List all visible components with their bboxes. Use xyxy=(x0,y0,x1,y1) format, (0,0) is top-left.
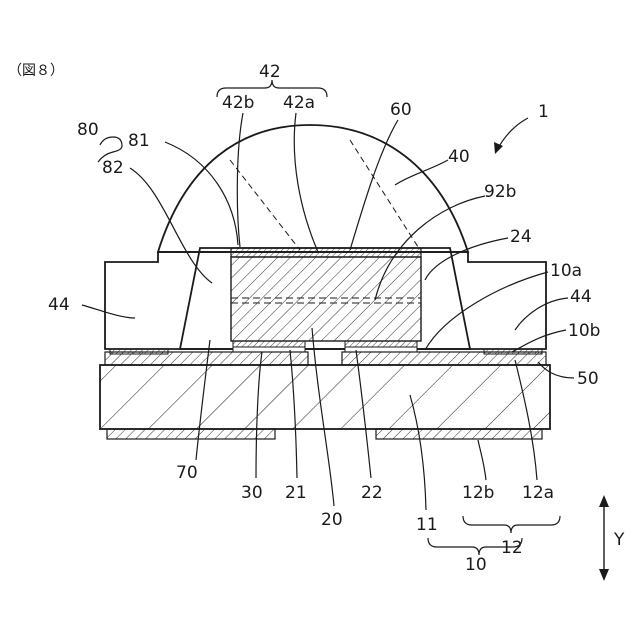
leader-44-right xyxy=(515,298,568,330)
lens-dashed-line xyxy=(350,140,420,250)
led-chip xyxy=(231,257,421,341)
label-22: 22 xyxy=(361,483,383,503)
leader-42b xyxy=(237,113,243,247)
leader-60 xyxy=(350,120,398,250)
leader-10a xyxy=(425,272,548,350)
label-42: 42 xyxy=(259,62,281,82)
label-80: 80 xyxy=(77,120,99,140)
label-42b: 42b xyxy=(222,93,254,113)
label-44-left: 44 xyxy=(48,295,70,315)
label-10: 10 xyxy=(465,555,487,575)
arrowhead-1 xyxy=(494,142,503,154)
leader-24 xyxy=(425,238,508,280)
label-10a: 10a xyxy=(550,261,582,281)
label-1: 1 xyxy=(538,102,549,122)
label-44-right: 44 xyxy=(570,287,592,307)
brace-12 xyxy=(463,516,560,533)
label-50: 50 xyxy=(577,369,599,389)
chip-electrode-right xyxy=(345,341,417,347)
y-arrowhead-down xyxy=(599,569,609,581)
substrate xyxy=(100,365,550,429)
label-21: 21 xyxy=(285,483,307,503)
label-11: 11 xyxy=(416,515,438,535)
lens-dome xyxy=(158,125,468,252)
y-arrowhead-up xyxy=(599,495,609,507)
label-82: 82 xyxy=(102,158,124,178)
bottom-pad-left xyxy=(107,429,275,439)
bottom-pad-right xyxy=(376,429,542,439)
label-24: 24 xyxy=(510,227,532,247)
label-30: 30 xyxy=(241,483,263,503)
leader-12b xyxy=(478,440,486,480)
chip-electrode-left xyxy=(233,341,305,347)
leader-42a xyxy=(294,113,318,252)
label-20: 20 xyxy=(321,510,343,530)
lens-dashed-line xyxy=(230,160,300,250)
wiring-top-left xyxy=(105,352,308,365)
label-81: 81 xyxy=(128,131,150,151)
label-60: 60 xyxy=(390,100,412,120)
brace-80 xyxy=(100,137,122,146)
leader-1 xyxy=(497,118,528,150)
leader-82 xyxy=(130,168,212,283)
phosphor-plate xyxy=(231,248,421,257)
figure-caption: （図８） xyxy=(8,63,64,79)
label-12a: 12a xyxy=(522,483,554,503)
label-y: Y xyxy=(613,530,625,550)
label-42a: 42a xyxy=(283,93,315,113)
label-12: 12 xyxy=(501,538,523,558)
label-12b: 12b xyxy=(462,483,494,503)
leader-81 xyxy=(165,142,238,245)
label-92b: 92b xyxy=(484,182,516,202)
label-70: 70 xyxy=(176,463,198,483)
solder-left xyxy=(233,347,305,352)
label-40: 40 xyxy=(448,147,470,167)
leader-44-left xyxy=(82,305,135,318)
leader-40 xyxy=(395,160,448,185)
label-10b: 10b xyxy=(568,321,600,341)
